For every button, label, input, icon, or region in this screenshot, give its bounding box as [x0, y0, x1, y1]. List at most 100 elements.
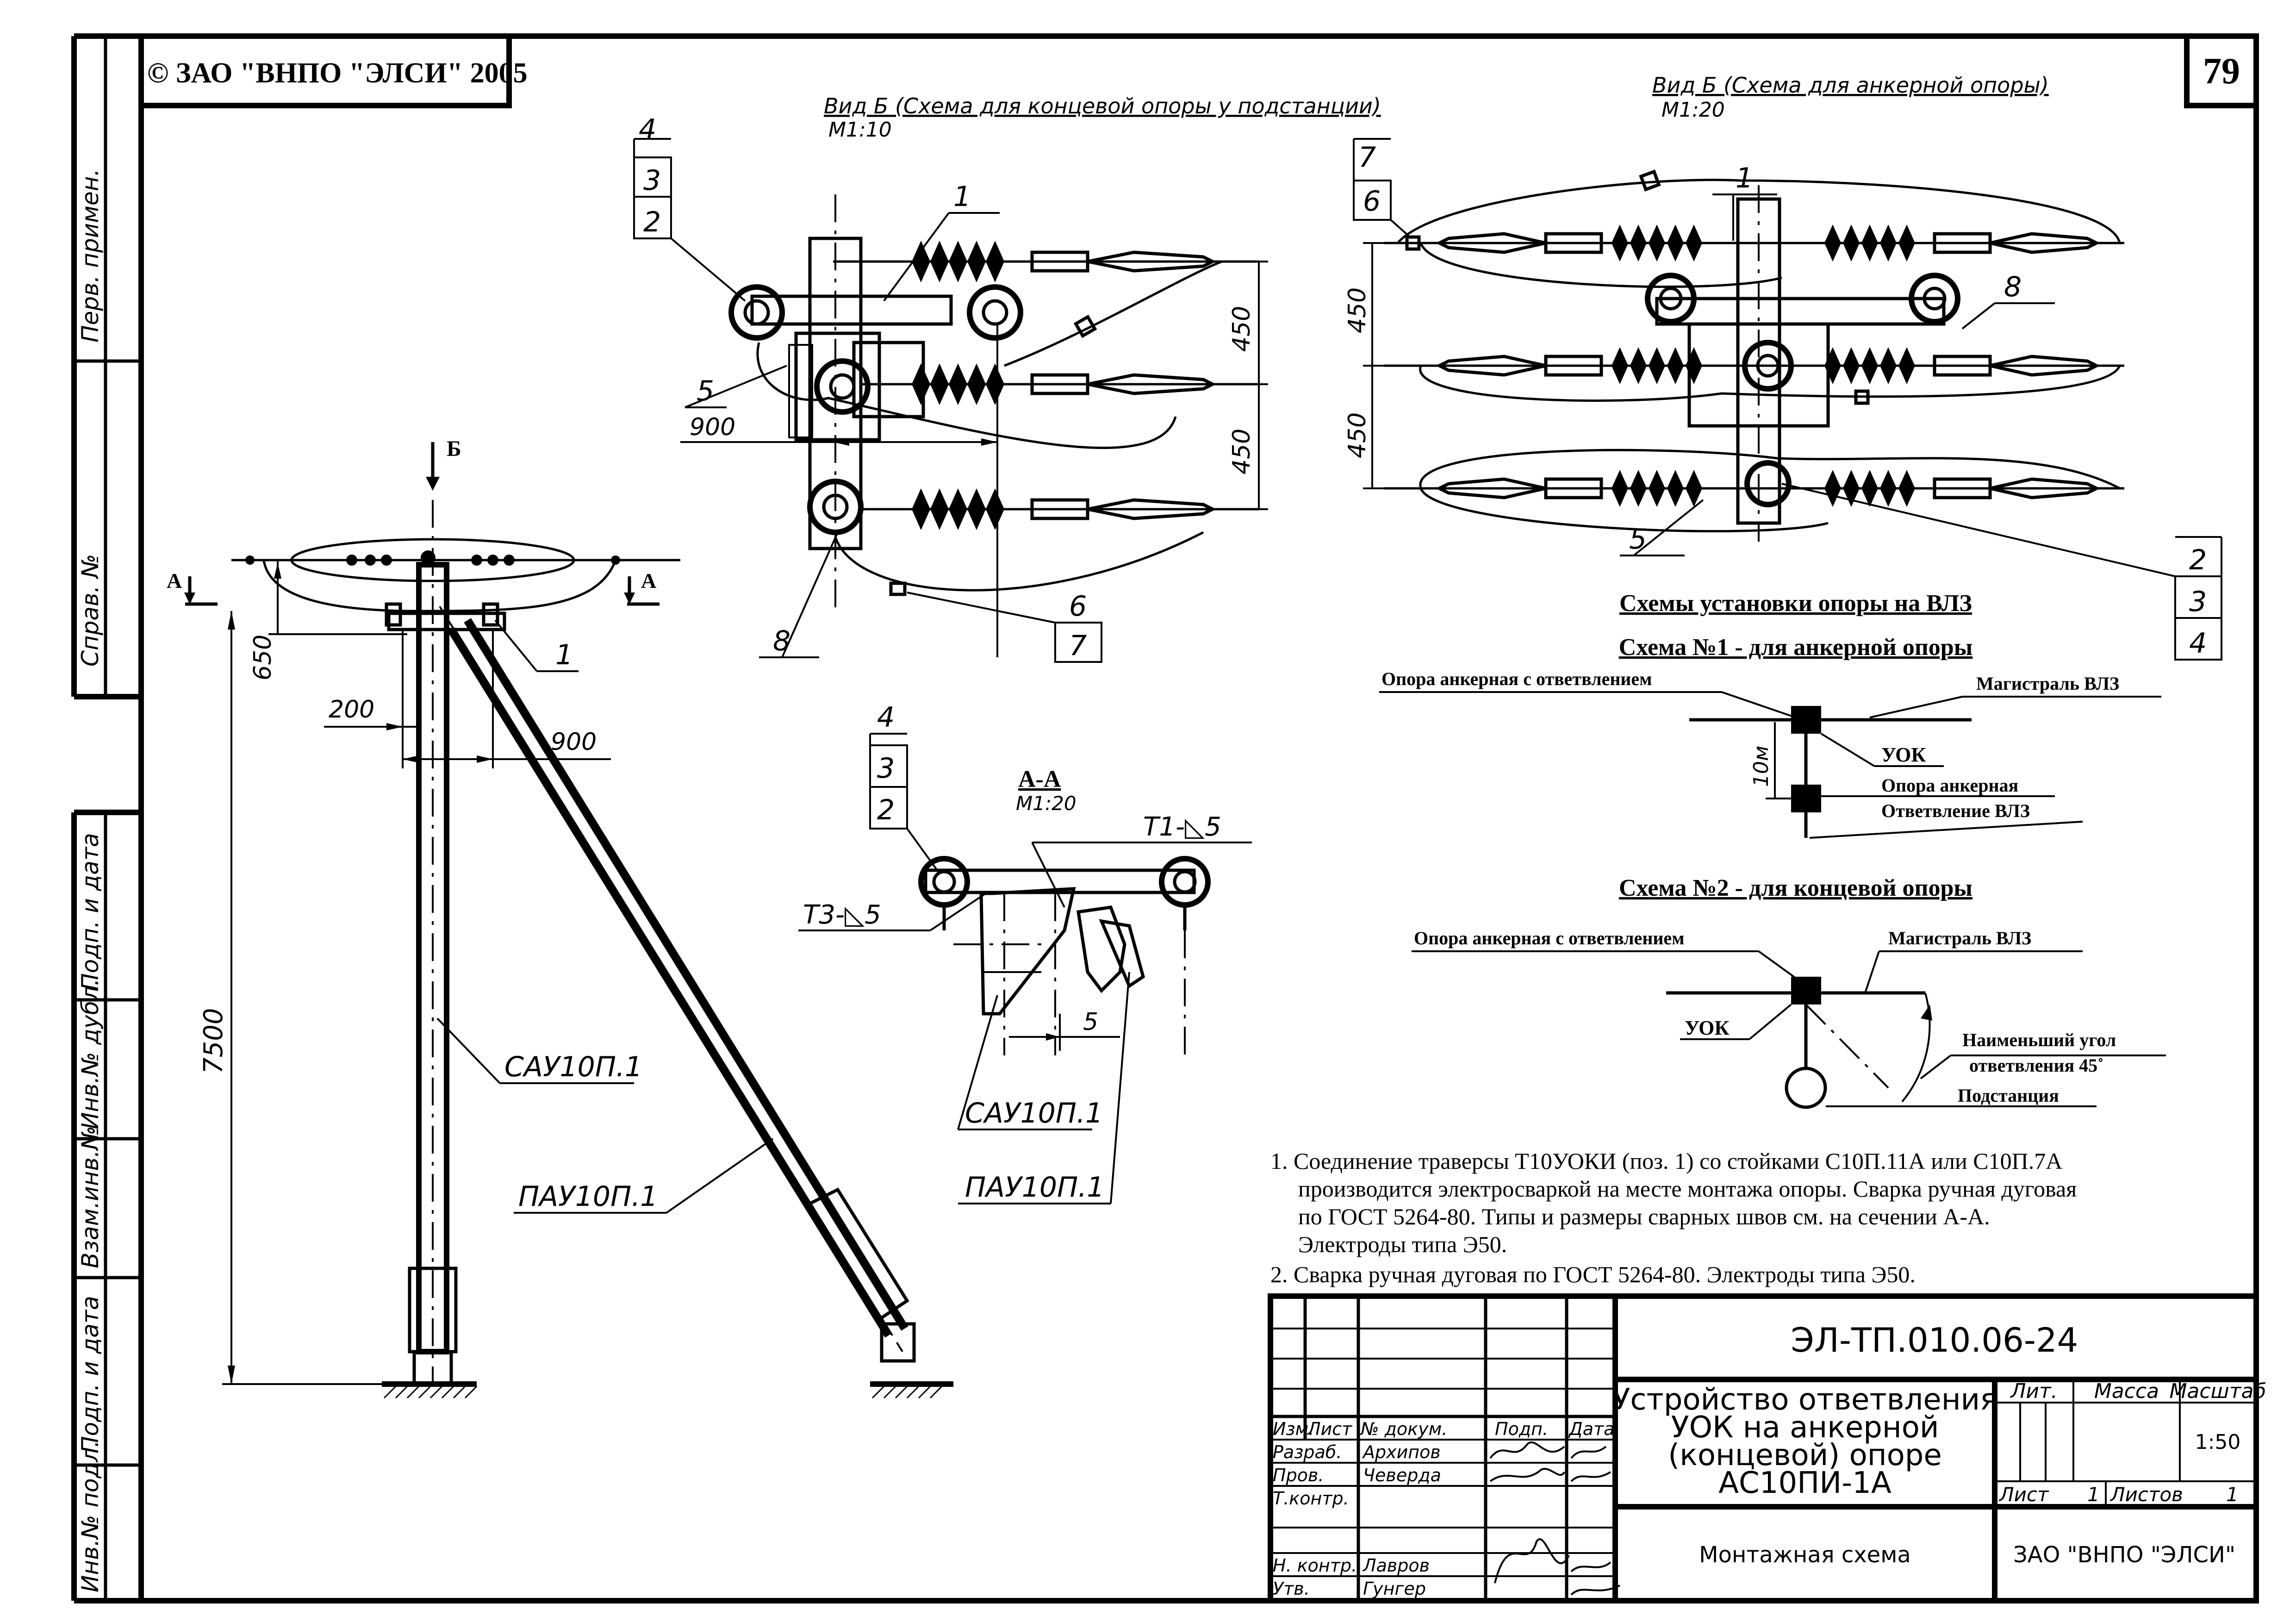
scheme2-uok: УОК — [1685, 1017, 1729, 1039]
tb-title-2: УОК на анкерной — [1671, 1410, 1939, 1445]
schemes-header: Схемы установки опоры на ВЛЗ — [1619, 590, 1972, 617]
scheme1-title: Схема №1 - для анкерной опоры — [1619, 634, 1973, 661]
b2-leader-5: 5 — [1629, 523, 1647, 555]
b1-leader-3: 3 — [643, 164, 661, 197]
tb-sheets-total: 1 — [2226, 1483, 2239, 1506]
scheme1-anchor: Опора анкерная — [1881, 775, 2018, 796]
tb-h-sign: Подп. — [1495, 1419, 1548, 1439]
tb-h-doc: № докум. — [1360, 1419, 1447, 1439]
tb-name-prov: Чеверда — [1363, 1465, 1441, 1485]
tb-lit-h: Лит. — [2010, 1379, 2057, 1403]
sheet-frame — [71, 33, 2259, 1603]
stamp-podp-data-2: Подп. и дата — [77, 1296, 104, 1454]
tb-role-prov: Пров. — [1273, 1465, 1324, 1485]
section-a-left: А — [167, 569, 182, 593]
notes: 1. Соединение траверсы Т10УОКИ (поз. 1) … — [1270, 1148, 2077, 1287]
view-b-end-pole: Вид Б (Схема для концевой опоры у подста… — [633, 94, 1381, 663]
b2-leader-8: 8 — [2004, 271, 2022, 303]
scheme1-label-left: Опора анкерная с ответвлением — [1381, 668, 1652, 689]
scheme1-label-right: Магистраль ВЛЗ — [1976, 673, 2119, 694]
aa-weld-t1: Т1-◺5 — [1143, 812, 1221, 842]
tb-h-list: Лист — [1307, 1419, 1353, 1439]
tb-company: ЗАО "ВНПО "ЭЛСИ" — [2013, 1542, 2235, 1568]
b1-leader-2: 2 — [643, 206, 661, 238]
scheme2-angle-2: ответвления 45˚ — [1969, 1055, 2103, 1076]
section-aa: А-А М1:20 5 4 3 2 Т3-◺5 — [798, 701, 1252, 1204]
tb-role-razrab: Разраб. — [1273, 1442, 1342, 1462]
elevation-view: Б А А — [167, 437, 953, 1399]
note-line-2: производится электросваркой на месте мон… — [1298, 1176, 2077, 1202]
scheme2-label-left: Опора анкерная с ответвлением — [1414, 928, 1684, 948]
scheme1-uok: УОК — [1881, 743, 1926, 766]
b2-leader-4: 4 — [2189, 627, 2207, 660]
b1-dim-450-top: 450 — [1228, 306, 1256, 352]
b1-leader-6: 6 — [1069, 590, 1087, 623]
stamp-inv-dubl: Инв.№ дубл. — [77, 979, 104, 1129]
view-b-marker: Б — [447, 437, 461, 461]
tb-h-izm: Изм. — [1273, 1419, 1314, 1439]
copyright-text: © ЗАО "ВНПО "ЭЛСИ" 2005 — [147, 57, 528, 89]
stamp-vzam-inv: Взам.инв.№ — [77, 1126, 104, 1268]
stamp-podp-data-1: Подп. и дата — [77, 833, 104, 991]
note-line-3: по ГОСТ 5264-80. Типы и размеры сварных … — [1298, 1204, 1990, 1229]
b1-dim-900: 900 — [690, 413, 735, 441]
b1-dim-450-bottom: 450 — [1228, 429, 1256, 474]
view-b2-title: Вид Б (Схема для анкерной опоры) — [1652, 73, 2049, 98]
aa-dim-5: 5 — [1083, 1008, 1098, 1036]
view-b1-scale: М1:10 — [828, 118, 892, 142]
b2-leader-7: 7 — [1358, 141, 1376, 174]
b2-dim-450-top: 450 — [1344, 287, 1371, 333]
elev-pos-1: 1 — [555, 639, 573, 671]
tb-role-utv: Утв. — [1273, 1578, 1310, 1599]
dim-7500: 7500 — [199, 1008, 229, 1074]
b1-leader-8: 8 — [773, 625, 790, 657]
tb-subtitle: Монтажная схема — [1699, 1542, 1911, 1568]
b1-leader-5: 5 — [697, 375, 714, 407]
b1-leader-7: 7 — [1069, 630, 1087, 662]
insulators-b2 — [1612, 225, 1915, 507]
tb-sheets-label: Листов — [2109, 1483, 2183, 1506]
aa-post-label: САУ10П.1 — [965, 1097, 1103, 1129]
sheet-number-box: 79 — [2184, 33, 2259, 108]
tb-mass-h: Масса — [2094, 1379, 2159, 1403]
b1-leader-4: 4 — [639, 113, 656, 146]
b2-leader-1: 1 — [1736, 162, 1753, 194]
dim-900-elev: 900 — [551, 728, 597, 756]
tb-title-1: Устройство ответвления — [1612, 1383, 1997, 1417]
aa-leader-2: 2 — [877, 794, 895, 826]
tb-scale-h: Масштаб — [2169, 1379, 2266, 1403]
view-b-anchor-pole: Вид Б (Схема для анкерной опоры) М1:20 — [1344, 73, 2222, 661]
scheme1-branch: Ответвление ВЛЗ — [1881, 800, 2030, 821]
tb-sheet-no: 1 — [2087, 1483, 2100, 1506]
section-a-right: А — [641, 569, 656, 593]
b2-leader-6: 6 — [1363, 185, 1381, 218]
tb-name-utv: Гунгер — [1363, 1578, 1426, 1599]
scheme2-label-right: Магистраль ВЛЗ — [1888, 928, 2031, 948]
stamp-sprav-no: Справ. № — [77, 554, 104, 667]
b1-leader-1: 1 — [953, 181, 971, 213]
aa-brace-label: ПАУ10П.1 — [965, 1171, 1104, 1204]
tb-title-4: АС10ПИ-1А — [1718, 1466, 1892, 1500]
tb-doc-code: ЭЛ-ТП.010.06-24 — [1791, 1321, 2078, 1360]
note-line-1: 1. Соединение траверсы Т10УОКИ (поз. 1) … — [1270, 1148, 2062, 1174]
tb-title-3: (концевой) опоре — [1668, 1438, 1942, 1472]
stamp-inv-podl: Инв.№ подл. — [77, 1440, 104, 1592]
stamp-perv-primen: Перв. примен. — [77, 169, 104, 343]
note-line-5: 2. Сварка ручная дуговая по ГОСТ 5264-80… — [1270, 1261, 1916, 1287]
sheet-number: 79 — [2203, 51, 2240, 92]
tb-sheet-label: Лист — [1998, 1483, 2049, 1506]
tb-h-date: Дата — [1568, 1419, 1614, 1439]
aa-leader-3: 3 — [877, 752, 895, 785]
tb-scale: 1:50 — [2195, 1430, 2241, 1454]
scheme1-dist: 10м — [1749, 746, 1773, 787]
note-line-4: Электроды типа Э50. — [1298, 1231, 1507, 1257]
tb-name-razrab: Архипов — [1362, 1442, 1441, 1462]
insulators-b1 — [912, 241, 1216, 530]
elev-post-label: САУ10П.1 — [504, 1051, 642, 1083]
view-b2-scale: М1:20 — [1661, 98, 1725, 122]
tb-role-nkontr: Н. контр. — [1273, 1555, 1357, 1576]
scheme2-substation: Подстанция — [1958, 1085, 2059, 1106]
dim-200: 200 — [329, 696, 374, 724]
tb-role-tkontr: Т.контр. — [1273, 1488, 1349, 1509]
